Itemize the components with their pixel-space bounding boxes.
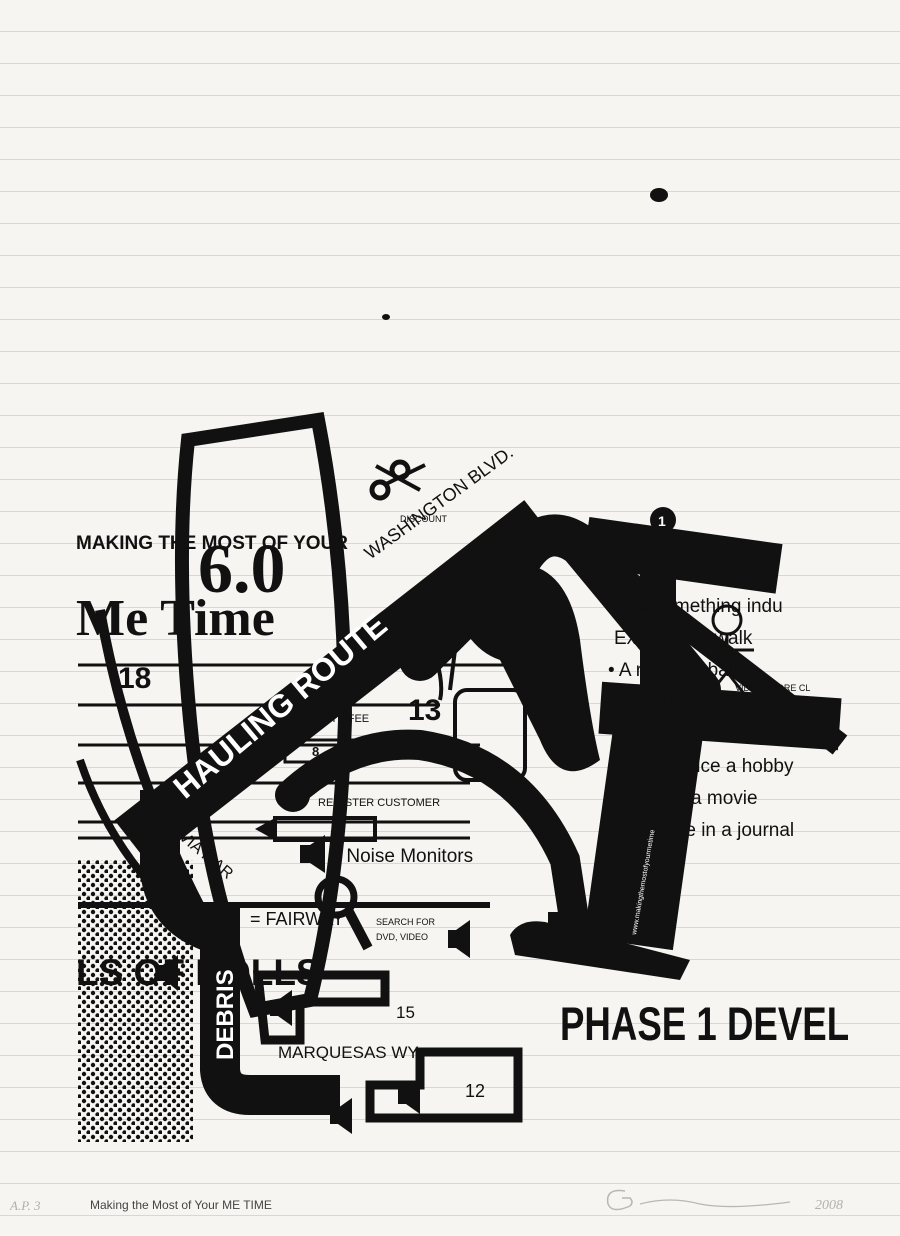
speaker-icon (448, 920, 470, 958)
fairway-text: = FAIRWAY (250, 909, 344, 929)
ink-speck (382, 314, 390, 320)
dvd-video-text: DVD, VIDEO (376, 932, 428, 942)
list-item: • Read or meditate (608, 692, 766, 713)
arc-pipe (275, 729, 590, 940)
debris-text: DEBRIS (212, 969, 239, 1060)
hauling-route-band (114, 500, 559, 865)
stick-figure-icon (700, 604, 754, 701)
list-item: Eat something indu (620, 596, 783, 617)
register-box (283, 738, 355, 764)
barrel-outline-left (95, 609, 220, 938)
number-13: 13 (408, 694, 441, 727)
discount-text: DISCOUNT (400, 514, 448, 524)
big-number-text: 6.0 (198, 531, 286, 608)
speaker-icon (300, 835, 325, 873)
pipe-diagonal (399, 514, 721, 711)
me-time-fragment: Me Time (76, 590, 275, 647)
list-item: • Practice a hobby (640, 756, 794, 777)
noise-monitors-text: = Noise Monitors (330, 846, 473, 867)
list-item: Exercise or walk (614, 628, 753, 649)
video-store-text: VIDEO STORE CL (735, 683, 810, 693)
speaker-icon (330, 1098, 352, 1134)
phase-text: PHASE 1 DEVEL (560, 998, 849, 1050)
ink-speck (650, 188, 668, 202)
list-item: • See a movie (640, 788, 758, 809)
register-customer-text: REGISTER CUSTOMER (318, 797, 440, 809)
number-18: 18 (118, 662, 151, 695)
ls-of-rolls-text: LS OF ROLLS (76, 952, 321, 993)
list-item: • A relaxing bath (608, 660, 745, 681)
speaker-icon (270, 990, 292, 1026)
magnifier-icon (314, 875, 373, 951)
debris-band (200, 905, 240, 1065)
artwork-caption: Making the Most of Your ME TIME (90, 1198, 272, 1212)
number-12: 12 (465, 1081, 485, 1101)
hair-silhouette (455, 564, 600, 772)
scissors-icon (369, 459, 426, 501)
number-8: 8 (312, 744, 319, 759)
marquesas-text: MARQUESAS WY. (278, 1043, 421, 1062)
signature-date: 2008 (815, 1198, 843, 1213)
speaker-icon (158, 955, 178, 991)
maze-outlines (252, 970, 523, 1123)
register-wheel (276, 778, 310, 812)
t-post (510, 517, 848, 980)
heading-text: MAKING THE MOST OF YOUR (76, 533, 348, 554)
search-for-text: SEARCH FOR (376, 917, 436, 927)
edition-number: A.P. 3 (10, 1198, 41, 1213)
artist-signature (606, 1189, 791, 1211)
late-fee-text: LATE FEE (318, 713, 369, 725)
number-15: 15 (396, 1003, 415, 1022)
numbered-circle (650, 507, 676, 533)
numbered-circle-label: 1 (658, 513, 666, 529)
list-item: • Write in a journal (640, 820, 794, 841)
chair-outline (409, 638, 527, 782)
